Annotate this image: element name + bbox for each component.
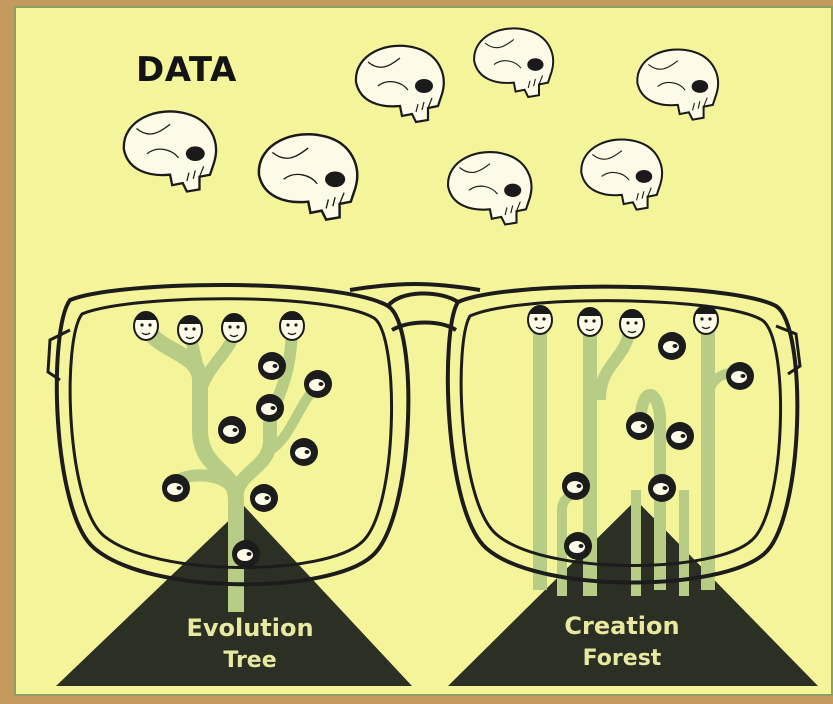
creation-label: Creation [522, 612, 722, 640]
face-icon [134, 306, 718, 344]
data-heading: DATA [136, 50, 237, 90]
forest-label: Forest [522, 646, 722, 671]
evolution-label: Evolution [150, 614, 350, 642]
tree-label: Tree [150, 648, 350, 673]
